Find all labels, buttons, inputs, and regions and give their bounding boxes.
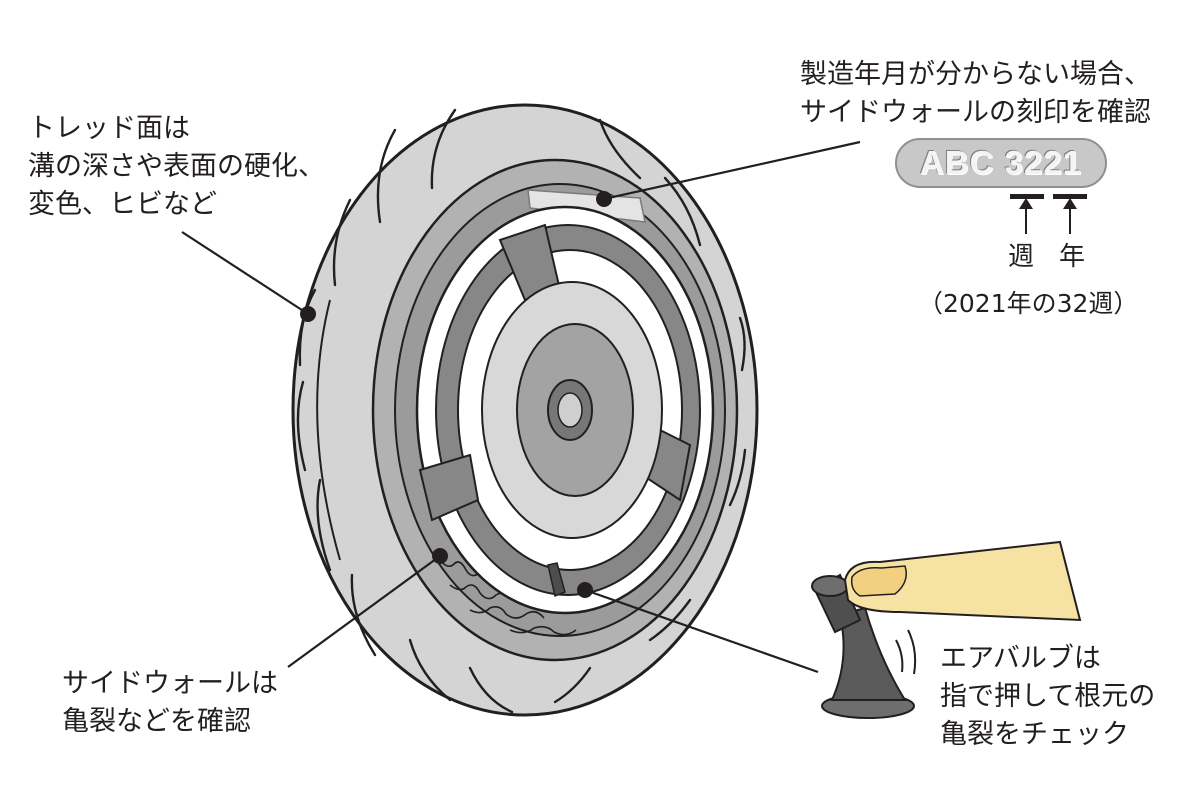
air-valve-label-line-1: エアバルブは	[940, 643, 1101, 674]
air-valve-label-line-3: 亀裂をチェック	[940, 719, 1129, 750]
tread-label: トレッド面は 溝の深さや表面の硬化、 変色、ヒビなど	[28, 110, 325, 224]
air-valve-illustration	[811, 540, 1082, 719]
air-valve-label: エアバルブは 指で押して根元の 亀裂をチェック	[940, 640, 1155, 754]
manufacture-date-line-2: サイドウォールの刻印を確認	[800, 97, 1151, 128]
tread-grooves	[296, 108, 747, 714]
year-label: 年	[1059, 242, 1086, 272]
tread-label-line-3: 変色、ヒビなど	[28, 189, 217, 220]
manufacture-date-line-1: 製造年月が分からない場合、	[800, 59, 1151, 90]
week-underline	[1010, 194, 1044, 199]
sidewall-label-line-2: 亀裂などを確認	[62, 706, 251, 737]
year-underline	[1053, 194, 1087, 199]
week-arrow-icon	[1019, 198, 1033, 234]
motion-marks	[895, 629, 917, 675]
wheel-valve	[547, 562, 566, 598]
sidewall-label: サイドウォールは 亀裂などを確認	[62, 665, 278, 741]
sidewall-label-line-1: サイドウォールは	[62, 668, 278, 699]
year-arrow-icon	[1063, 198, 1077, 234]
week-label: 週	[1008, 242, 1035, 272]
tread-label-line-1: トレッド面は	[28, 113, 190, 144]
tread-label-line-2: 溝の深さや表面の硬化、	[28, 151, 325, 182]
date-code-example: （2021年の32週）	[918, 289, 1139, 318]
callout-lines	[181, 140, 861, 674]
finger	[843, 540, 1082, 622]
manufacture-date-label: 製造年月が分からない場合、 サイドウォールの刻印を確認	[800, 56, 1151, 132]
wheel	[415, 205, 715, 615]
callout-dots	[300, 191, 612, 598]
air-valve-label-line-2: 指で押して根元の	[940, 681, 1156, 712]
date-code-stamp: ABC 3221	[895, 138, 1107, 188]
